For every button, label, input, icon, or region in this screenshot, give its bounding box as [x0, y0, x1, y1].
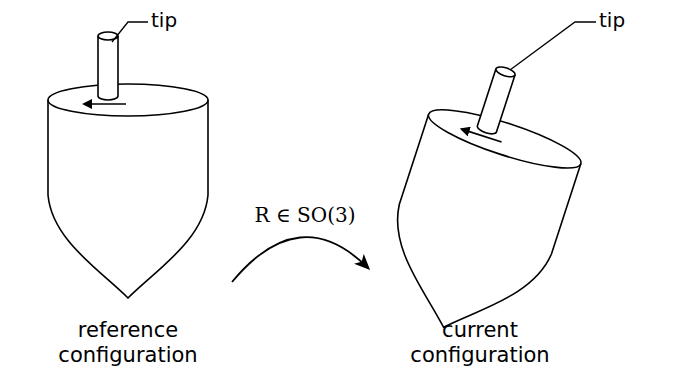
- current-top: [367, 50, 601, 352]
- leader-line: [112, 22, 148, 42]
- part-label: tip: [151, 8, 211, 32]
- configuration-label: reference configuration: [38, 318, 218, 368]
- reference-top: [48, 32, 208, 298]
- part-label: tip: [599, 8, 659, 32]
- leader-line: [510, 22, 596, 70]
- rotation-label: R ∈ SO(3): [240, 203, 370, 227]
- rotation-arrow: [232, 237, 368, 282]
- configuration-label: current configuration: [382, 318, 578, 368]
